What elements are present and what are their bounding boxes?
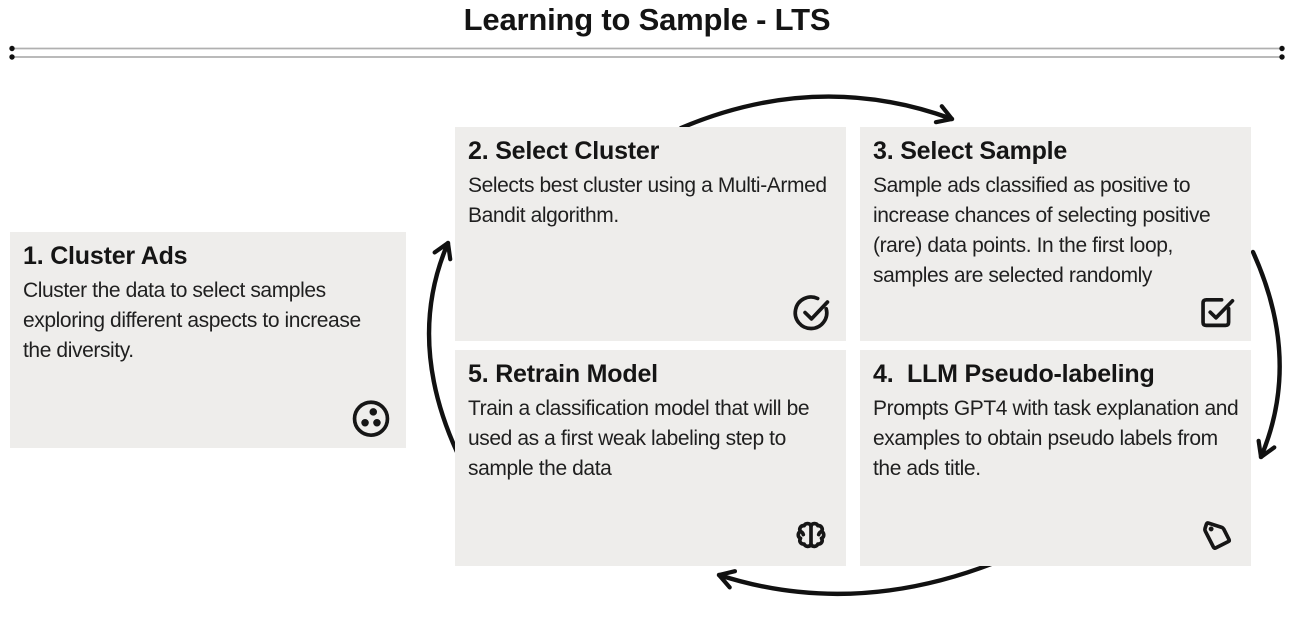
- brain-icon: [790, 515, 832, 557]
- step-heading: 2. Select Cluster: [468, 137, 660, 165]
- check-circle-icon: [790, 290, 832, 332]
- separator-dot: [1279, 54, 1285, 60]
- tag-icon: [1195, 515, 1237, 557]
- separator-dot: [1279, 45, 1285, 52]
- separator-rule: [9, 45, 1285, 60]
- separator-dot: [9, 45, 15, 52]
- step-description: Sample ads classified as positive to inc…: [873, 174, 1211, 287]
- step-heading: 3. Select Sample: [873, 137, 1068, 165]
- cluster-dots-icon: [350, 397, 392, 439]
- arrow-3-to-4: [1250, 249, 1282, 460]
- step-box-retrain-model: 5. Retrain Model Train a classification …: [455, 350, 846, 566]
- step-box-select-cluster: 2. Select Cluster Selects best cluster u…: [455, 127, 846, 341]
- step-description: Prompts GPT4 with task explanation and e…: [873, 397, 1239, 480]
- step-box-select-sample: 3. Select Sample Sample ads classified a…: [860, 127, 1251, 341]
- separator-dot: [9, 54, 15, 60]
- arrow-4-to-5: [716, 560, 997, 596]
- check-square-icon: [1195, 290, 1237, 332]
- step-description: Selects best cluster using a Multi-Armed…: [468, 174, 827, 227]
- step-box-cluster-ads: 1. Cluster Ads Cluster the data to selec…: [10, 232, 406, 448]
- step-heading: 1. Cluster Ads: [23, 242, 188, 270]
- step-heading: 4. LLM Pseudo-labeling: [873, 360, 1155, 388]
- step-description: Train a classification model that will b…: [468, 397, 810, 480]
- arrow-2-to-3: [678, 94, 955, 131]
- arrow-5-to-2: [426, 240, 460, 455]
- diagram-title: Learning to Sample - LTS: [463, 2, 831, 37]
- step-description: Cluster the data to select samples explo…: [23, 279, 361, 362]
- step-heading: 5. Retrain Model: [468, 360, 658, 388]
- step-box-llm-pseudo-labeling: 4. LLM Pseudo-labeling Prompts GPT4 with…: [860, 350, 1251, 566]
